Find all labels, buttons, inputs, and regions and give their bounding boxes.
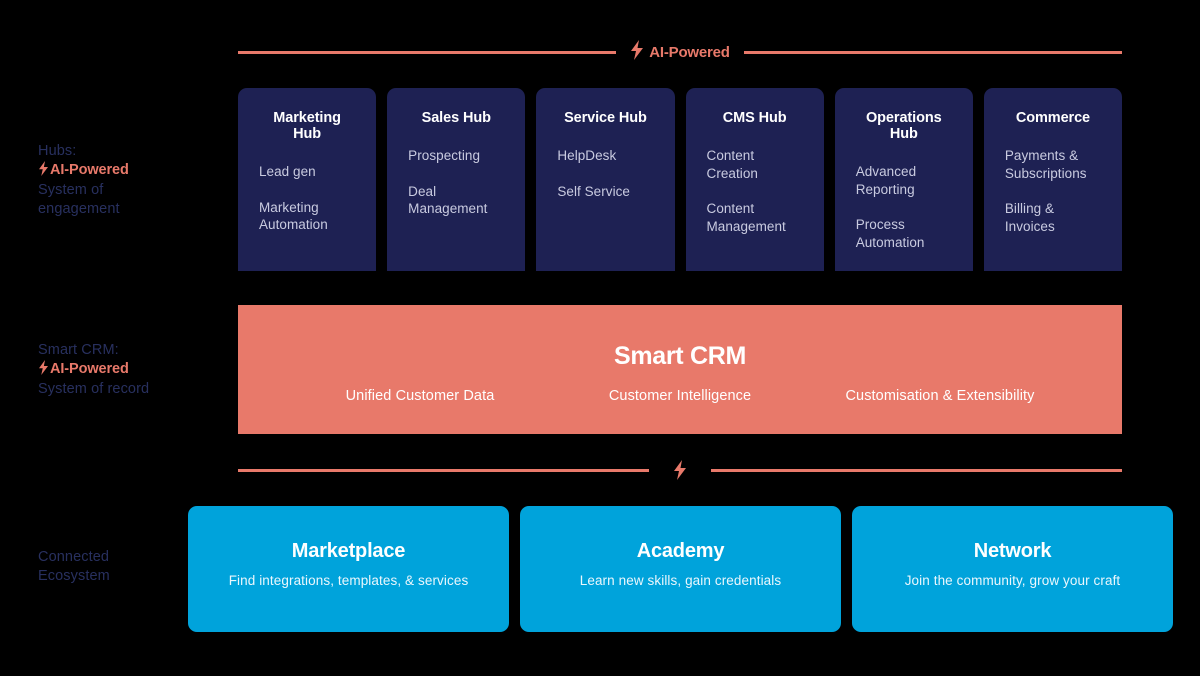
ecosystem-title: Marketplace <box>291 540 406 562</box>
rail-hubs-line4: engagement <box>38 200 120 217</box>
ecosystem-title: Network <box>973 540 1052 562</box>
divider-rule-left <box>238 50 617 54</box>
ecosystem-title: Academy <box>636 540 725 562</box>
hub-card-service[interactable]: Service Hub HelpDesk Self Service <box>536 88 675 271</box>
hub-cards-row: Marketing Hub Lead gen Marketing Automat… <box>238 88 1123 271</box>
rail-label-connected-ecosystem: Connected Ecosystem <box>38 548 228 585</box>
smart-crm-item: Customer Intelligence <box>608 387 752 404</box>
hub-item: Content Management <box>706 201 786 234</box>
ai-powered-label: AI-Powered <box>649 43 730 61</box>
hub-item: Deal Management <box>408 183 488 217</box>
smart-crm-title: Smart CRM <box>613 341 747 370</box>
hub-title: Marketing Hub <box>273 110 341 142</box>
smart-crm-items: Unified Customer Data Customer Intellige… <box>238 388 1122 404</box>
ecosystem-subtitle: Learn new skills, gain credentials <box>579 573 782 588</box>
divider-rule-right <box>743 50 1123 54</box>
smart-crm-item: Unified Customer Data <box>345 387 495 404</box>
rail-hubs-ai: AI-Powered <box>38 160 228 182</box>
ecosystem-subtitle: Find integrations, templates, & services <box>228 573 469 588</box>
rail-crm-line1: Smart CRM: <box>38 342 119 358</box>
hub-item: Advanced Reporting <box>855 164 917 197</box>
hub-item: Lead gen <box>259 164 316 179</box>
lightning-bolt-icon <box>649 459 711 481</box>
hub-card-sales[interactable]: Sales Hub Prospecting Deal Management <box>387 88 526 271</box>
smart-crm-band[interactable]: Smart CRM Unified Customer Data Customer… <box>238 305 1122 434</box>
ecosystem-cards-row: Marketplace Find integrations, templates… <box>188 506 1173 632</box>
hub-item: Payments & Subscriptions <box>1004 148 1087 181</box>
hub-title: CMS Hub <box>722 110 787 126</box>
smart-crm-item: Customisation & Extensibility <box>845 387 1035 404</box>
ecosystem-card-network[interactable]: Network Join the community, grow your cr… <box>852 506 1173 632</box>
bolt-divider-rule-right <box>711 468 1122 472</box>
hub-item: Process Automation <box>855 217 925 250</box>
bolt-divider-rule-left <box>238 468 649 472</box>
lightning-bolt-icon <box>38 359 49 381</box>
hub-title: Sales Hub <box>421 110 491 126</box>
hub-item: HelpDesk <box>557 148 617 163</box>
rail-hubs-ai-label: AI-Powered <box>50 161 129 178</box>
hub-title: Commerce <box>1015 110 1091 126</box>
rail-label-smart-crm: Smart CRM: AI-Powered System of record <box>38 341 228 399</box>
rail-crm-ai: AI-Powered <box>38 359 228 381</box>
hub-item: Prospecting <box>408 148 481 163</box>
lightning-bolt-icon <box>38 160 49 182</box>
hub-item: Billing & Invoices <box>1004 201 1055 234</box>
hub-card-marketing[interactable]: Marketing Hub Lead gen Marketing Automat… <box>238 88 377 271</box>
rail-eco-line2: Ecosystem <box>38 567 110 584</box>
ecosystem-card-marketplace[interactable]: Marketplace Find integrations, templates… <box>188 506 509 632</box>
hub-title: Service Hub <box>564 110 647 126</box>
hub-card-cms[interactable]: CMS Hub Content Creation Content Managem… <box>685 88 824 271</box>
ecosystem-card-academy[interactable]: Academy Learn new skills, gain credentia… <box>520 506 841 632</box>
rail-hubs-line1: Hubs: <box>38 143 77 159</box>
rail-crm-ai-label: AI-Powered <box>50 360 129 377</box>
rail-crm-line3: System of record <box>38 381 150 397</box>
hub-item: Self Service <box>557 183 630 199</box>
ecosystem-subtitle: Join the community, grow your craft <box>904 573 1121 588</box>
ai-powered-badge: AI-Powered <box>616 39 744 65</box>
rail-label-hubs: Hubs: AI-Powered System of engagement <box>38 142 228 218</box>
lightning-bolt-icon <box>630 39 644 65</box>
rail-eco-line1: Connected <box>38 549 110 565</box>
bolt-divider <box>238 455 1122 485</box>
hub-card-commerce[interactable]: Commerce Payments & Subscriptions Billin… <box>983 88 1123 271</box>
hub-item: Content Creation <box>706 148 758 181</box>
ai-powered-divider: AI-Powered <box>238 39 1123 65</box>
hub-item: Marketing Automation <box>259 199 328 233</box>
hub-card-operations[interactable]: Operations Hub Advanced Reporting Proces… <box>834 88 973 271</box>
hub-title: Operations Hub <box>866 110 942 142</box>
rail-hubs-line3: System of <box>38 182 104 198</box>
